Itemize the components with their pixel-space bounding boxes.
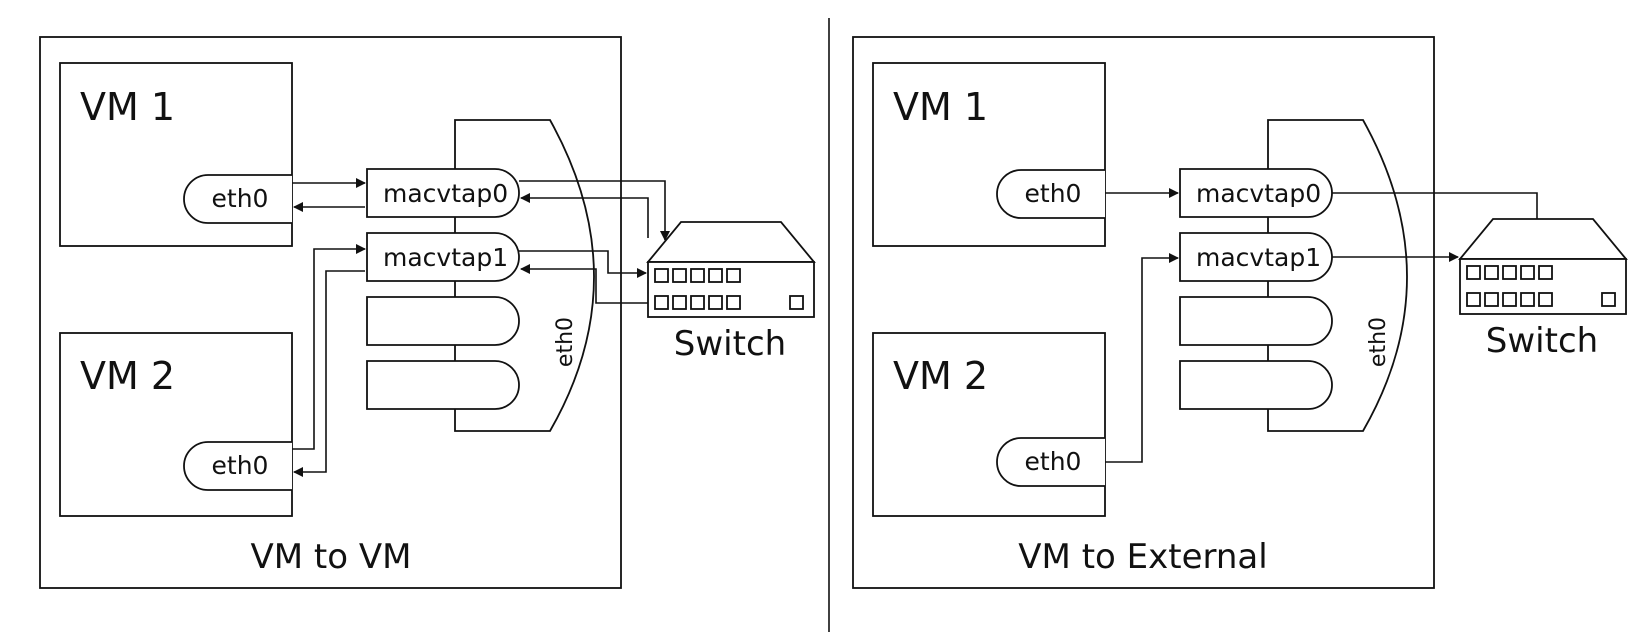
- host-eth0-label: eth0: [1366, 317, 1391, 367]
- vm1-eth0-label: eth0: [1025, 179, 1082, 208]
- unused-slot: [1179, 360, 1333, 410]
- arrow-switch-to-macvtap1: [520, 264, 648, 304]
- vm2-eth0-port: [996, 437, 1105, 487]
- macvtap1-slot: [366, 232, 520, 282]
- panel-vm-to-vm: VM 1 eth0 VM 2 eth0 eth0 macvtap0 macvta…: [39, 36, 816, 589]
- host-eth0-label: eth0: [553, 317, 578, 367]
- macvtap1-label: macvtap1: [1196, 243, 1321, 272]
- arrow-vm2-to-macvtap1: [1105, 253, 1179, 463]
- arrow-macvtap0-to-switch: [519, 180, 670, 241]
- switch-label: Switch: [674, 324, 786, 364]
- arrow-macvtap1-to-vm2: [293, 270, 365, 477]
- vm1-eth0-port: [183, 174, 292, 224]
- macvtap0-slot: [366, 168, 520, 218]
- vm2-label: VM 2: [893, 354, 988, 398]
- vm2-eth0-label: eth0: [212, 451, 269, 480]
- panel-caption: VM to External: [1018, 537, 1267, 577]
- switch-icon: [1458, 218, 1628, 315]
- switch-label: Switch: [1486, 321, 1598, 361]
- macvtap1-label: macvtap1: [383, 243, 508, 272]
- macvtap1-slot: [1179, 232, 1333, 282]
- panel-caption: VM to VM: [251, 537, 412, 577]
- vm1-label: VM 1: [893, 85, 988, 129]
- arrow-macvtap1-to-switch: [519, 250, 647, 278]
- unused-slot: [366, 360, 520, 410]
- macvtap0-slot: [1179, 168, 1333, 218]
- switch-icon: [646, 221, 816, 318]
- arrow-vm2-to-macvtap1: [292, 244, 366, 450]
- vm1-label: VM 1: [80, 85, 175, 129]
- vm2-eth0-label: eth0: [1025, 447, 1082, 476]
- vm1-eth0-port: [996, 169, 1105, 219]
- unused-slot: [1179, 296, 1333, 346]
- vm2-label: VM 2: [80, 354, 175, 398]
- macvtap0-label: macvtap0: [383, 179, 508, 208]
- unused-slot: [366, 296, 520, 346]
- vm1-eth0-label: eth0: [212, 184, 269, 213]
- panel-vm-to-external: VM 1 eth0 VM 2 eth0 eth0 macvtap0 macvta…: [852, 36, 1628, 589]
- macvtap0-label: macvtap0: [1196, 179, 1321, 208]
- arrow-switch-to-macvtap0: [520, 193, 649, 238]
- vm2-eth0-port: [183, 441, 292, 491]
